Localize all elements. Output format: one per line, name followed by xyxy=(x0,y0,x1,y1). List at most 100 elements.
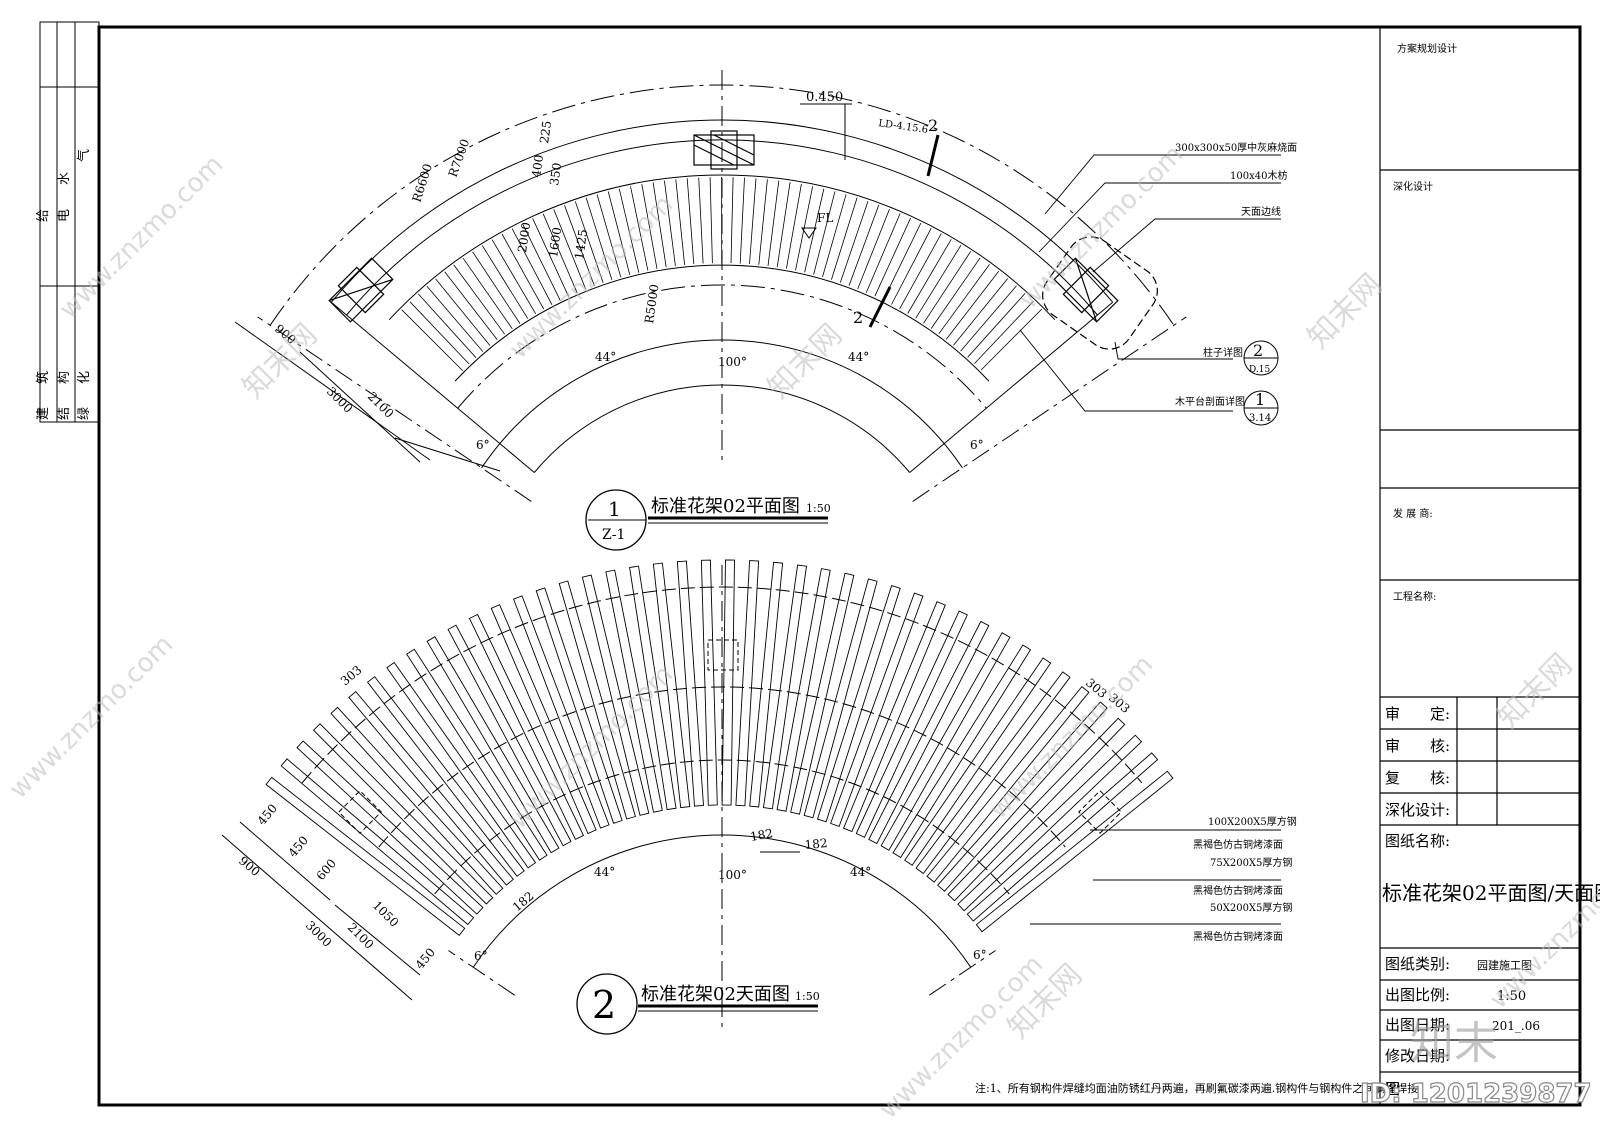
roof-rafter xyxy=(348,690,514,886)
section-mark-b: 2 xyxy=(853,308,863,327)
roof-label-3: 黑褐色仿古铜烤漆面 xyxy=(1193,884,1283,897)
plan-deck-board xyxy=(481,245,529,319)
dim-2100-roof: 2100 xyxy=(345,920,376,951)
plan-deck-board xyxy=(574,201,604,283)
roof-rafter xyxy=(386,661,537,869)
plan-deck-board xyxy=(501,233,545,310)
plan-deck-board xyxy=(409,301,470,365)
plan-scale: 1:50 xyxy=(806,502,831,515)
plan-view xyxy=(234,70,1187,502)
plan-deck-board xyxy=(426,286,484,352)
plan-deck-board xyxy=(945,271,1000,340)
roof-rafter xyxy=(735,560,760,807)
roof-rafter xyxy=(830,592,924,827)
roof-rafter xyxy=(790,572,855,815)
roof-rafter xyxy=(868,620,990,845)
plan-edge-radial xyxy=(330,301,535,473)
dim-225: 225 xyxy=(537,120,554,145)
discipline-strip xyxy=(39,21,100,423)
tb-drawing-name: 标准花架02平面图/天面图 xyxy=(1382,881,1600,905)
roof-rafter xyxy=(904,657,1052,866)
roof-rafter xyxy=(558,580,636,820)
plan-deck-board xyxy=(730,177,734,264)
drawing-border xyxy=(97,25,1582,1107)
tb-project: 工程名称: xyxy=(1393,590,1436,603)
label-roof-edge: 天面边线 xyxy=(1241,205,1281,218)
ang-right: 44° xyxy=(848,350,869,364)
dim-450c: 450 xyxy=(413,945,438,972)
ang6-right: 6° xyxy=(970,438,984,452)
roof-rafter xyxy=(447,624,572,847)
tb-scale: 1:50 xyxy=(1497,989,1526,1004)
plan-deck-board xyxy=(960,285,1017,352)
roof-ang6-right: 6° xyxy=(973,948,987,962)
roof-rafter xyxy=(330,706,504,895)
roof-title-text: 标准花架02天面图 xyxy=(641,984,790,1005)
plan-deck-board xyxy=(511,228,553,305)
watermark-brand-3: 知末网 xyxy=(1301,267,1389,355)
plan-deck-board xyxy=(564,205,595,287)
plan-deck-board xyxy=(491,239,537,315)
roof-rafter xyxy=(312,723,494,905)
plan-deck-board xyxy=(453,264,506,335)
dim-1050: 1050 xyxy=(370,898,401,929)
roof-ang-right: 44° xyxy=(850,865,871,879)
plan-deck-board xyxy=(967,293,1026,358)
plan-deck-board xyxy=(953,278,1009,346)
roof-rafter xyxy=(700,559,718,806)
title-block xyxy=(1379,27,1580,1105)
tb-category: 园建施工图 xyxy=(1477,958,1532,972)
roof-ang6-left: 6° xyxy=(474,949,488,963)
plan-deck-board xyxy=(874,217,911,297)
plan-arc-inner-dashed xyxy=(457,284,987,409)
plan-deck-board xyxy=(698,177,704,264)
plan-deck-board xyxy=(767,180,780,266)
tb-deepening: 深化设计 xyxy=(1393,180,1433,193)
roof-extent-radial xyxy=(448,950,515,996)
strip-shui: 水 xyxy=(57,172,72,185)
plan-title-text: 标准花架02平面图 xyxy=(651,496,800,517)
ang-left: 44° xyxy=(595,350,616,364)
plan-dim-line xyxy=(234,321,431,461)
plan-deck-board xyxy=(758,179,768,265)
roof-rafter xyxy=(721,559,735,806)
plan-deck-board xyxy=(930,257,981,329)
roof-dim-line xyxy=(221,834,413,1001)
roof-label-1: 黑褐色仿古铜烤漆面 xyxy=(1193,838,1283,851)
plan-title: 1 Z-1 标准花架02平面图 1:50 xyxy=(585,489,831,551)
plan-dim-line xyxy=(299,351,421,463)
strip-zhu: 筑 xyxy=(35,371,51,384)
watermark-id: ID: 1201239877 xyxy=(1360,1079,1592,1109)
roof-rafter xyxy=(366,676,525,877)
plan-deck-board xyxy=(553,209,587,290)
plan-deck-board xyxy=(686,178,695,265)
plan-section-cut xyxy=(926,134,940,177)
strip-dian: 电 xyxy=(57,209,72,222)
label-timber: 100x40木枋 xyxy=(1230,169,1287,182)
roof-ang-left: 44° xyxy=(594,865,615,879)
plan-extent-radial xyxy=(257,316,532,502)
roof-rafter xyxy=(280,758,475,926)
dim-r6600: R6600 xyxy=(410,162,436,204)
watermark-site-1: www.znzmo.com xyxy=(54,150,229,325)
roof-rafter xyxy=(762,564,808,810)
plan-leaders: 300x300x50厚中灰麻烧面 100x40木枋 天面边线 柱子详图 木平台剖… xyxy=(1019,141,1297,426)
plan-deck-board xyxy=(709,177,713,264)
plan-deck-board xyxy=(813,191,836,275)
plan-deck-board xyxy=(522,223,561,301)
dim-3000-roof: 3000 xyxy=(303,918,334,949)
ref2-bottom: 3.14 xyxy=(1249,413,1271,424)
roof-rafter xyxy=(296,740,484,915)
plan-deck-board xyxy=(444,271,498,341)
ref2-top: 1 xyxy=(1255,390,1265,409)
watermark-brand-2: 知末网 xyxy=(761,317,849,405)
dim-1600: 1600 xyxy=(546,226,564,258)
plan-edge-radial xyxy=(909,301,1114,473)
plan-dim-line xyxy=(394,437,501,472)
plan-circle-top: 1 xyxy=(608,497,621,521)
roof-rafter xyxy=(776,568,831,812)
tb-approve: 审 定: xyxy=(1385,705,1450,723)
plan-extent-radial xyxy=(912,316,1187,502)
dim-1425: 1425 xyxy=(572,228,590,260)
plan-deck-board xyxy=(974,300,1034,364)
